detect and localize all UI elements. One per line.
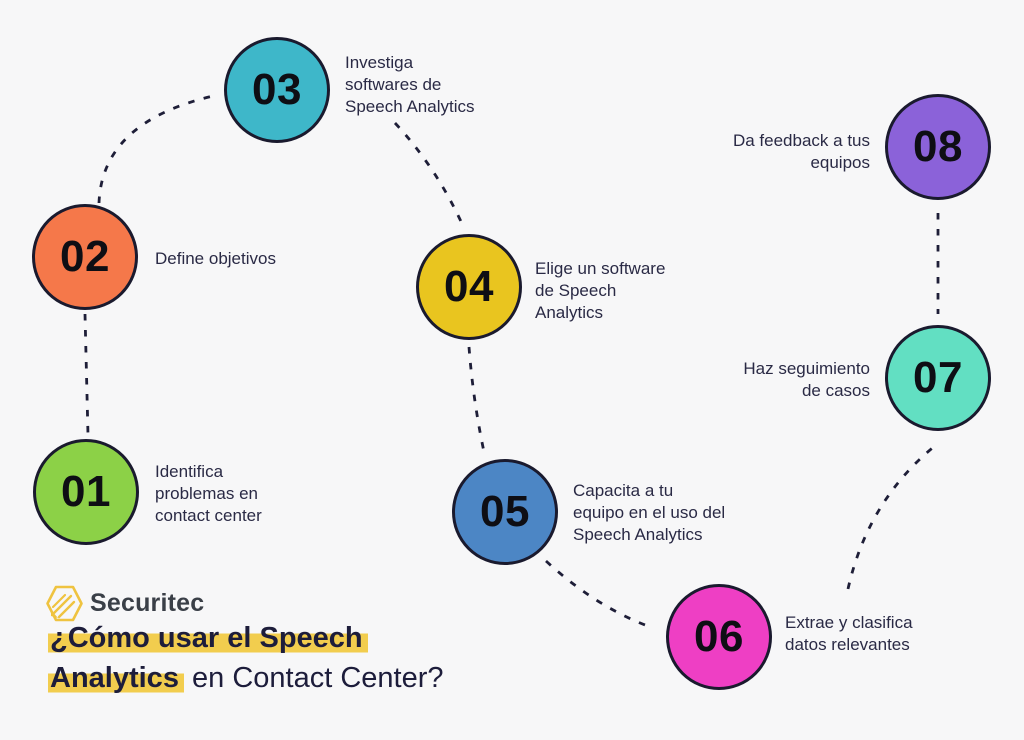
- step-number-07: 07: [913, 353, 963, 402]
- brand-name: Securitec: [90, 589, 205, 617]
- title-line2-highlighted: Analytics: [48, 662, 184, 695]
- step-circle-08: 08: [885, 94, 991, 200]
- title-line2-rest: en Contact Center?: [183, 662, 444, 695]
- step-number-04: 04: [444, 262, 494, 311]
- step-label-04: Elige un software de Speech Analytics: [535, 259, 666, 323]
- step-label-06: Extrae y clasifica datos relevantes: [785, 613, 913, 655]
- securitec-logo: Securitec: [46, 584, 204, 623]
- step-number-02: 02: [60, 232, 110, 281]
- step-circle-05: 05: [452, 459, 558, 565]
- connector-06-07: [846, 443, 937, 590]
- connector-02-03: [97, 94, 214, 204]
- step-number-03: 03: [252, 65, 302, 114]
- step-label-01: Identifica problemas en contact center: [155, 462, 262, 526]
- step-number-05: 05: [480, 487, 530, 536]
- title-line-2: Analytics en Contact Center?: [48, 658, 528, 698]
- page-title: ¿Cómo usar el Speech Analytics en Contac…: [48, 618, 528, 698]
- step-circle-06: 06: [666, 584, 772, 690]
- step-circle-07: 07: [885, 325, 991, 431]
- step-circle-03: 03: [224, 37, 330, 143]
- connector-05-06: [545, 559, 654, 630]
- title-line1-highlighted: ¿Cómo usar el Speech: [48, 622, 368, 654]
- connector-02-01: [83, 313, 90, 436]
- step-number-01: 01: [61, 467, 111, 516]
- connector-03-04: [393, 122, 466, 229]
- step-label-07: Haz seguimiento de casos: [743, 359, 870, 401]
- connector-04-05: [467, 346, 486, 453]
- step-circle-04: 04: [416, 234, 522, 340]
- step-number-08: 08: [913, 122, 963, 171]
- step-label-08: Da feedback a tus equipos: [732, 131, 870, 173]
- step-label-05: Capacita a tu equipo en el uso del Speec…: [573, 481, 726, 545]
- step-circle-01: 01: [33, 439, 139, 545]
- step-number-06: 06: [694, 612, 744, 661]
- hexagon-shield-icon: [46, 585, 83, 622]
- step-circle-02: 02: [32, 204, 138, 310]
- step-label-03: Investiga softwares de Speech Analytics: [345, 53, 475, 117]
- step-label-02: Define objetivos: [155, 249, 276, 268]
- title-line-1: ¿Cómo usar el Speech: [48, 618, 528, 658]
